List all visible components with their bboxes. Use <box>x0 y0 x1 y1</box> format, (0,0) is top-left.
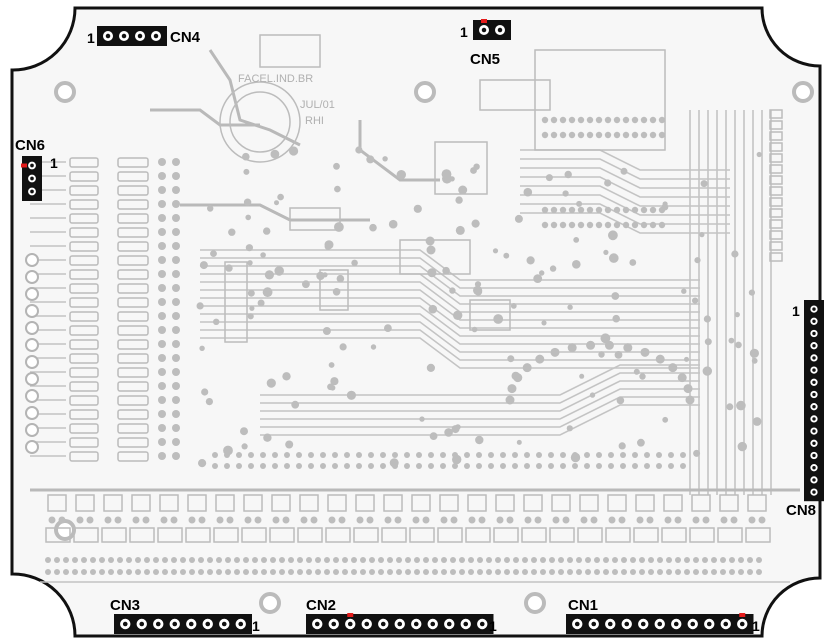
cn8-pin1-label: 1 <box>792 303 800 319</box>
cn3-label: CN3 <box>110 597 140 614</box>
cn2-pin1-label: 1 <box>489 618 497 634</box>
cn1-header <box>566 613 754 634</box>
cn4-pin1-label: 1 <box>87 30 95 46</box>
cn1-pin1-label: 1 <box>752 618 760 634</box>
cn3-header <box>114 614 252 634</box>
silkscreen-rev: RHI <box>305 115 324 127</box>
cn6-label: CN6 <box>15 137 45 154</box>
cn2-label: CN2 <box>306 597 336 614</box>
cn5-header <box>473 19 511 40</box>
cn8-header <box>804 300 824 502</box>
pcb-circuitry <box>25 34 814 614</box>
cn2-pin1-marker <box>347 613 354 617</box>
cn5-pin1-marker <box>481 19 487 23</box>
cn6-pin1-marker <box>21 163 27 168</box>
silkscreen-date: JUL/01 <box>300 99 335 111</box>
cn6-header <box>21 156 42 201</box>
cn5-pin1-label: 1 <box>460 24 468 40</box>
silkscreen-company: FACEL.IND.BR <box>238 73 313 85</box>
connector-headers <box>21 19 824 634</box>
cn3-pin1-label: 1 <box>252 618 260 634</box>
cn2-header <box>306 613 494 634</box>
cn5-label: CN5 <box>470 51 500 68</box>
cn8-label: CN8 <box>786 502 816 519</box>
cn1-pin1-marker <box>739 613 746 617</box>
cn6-pin1-label: 1 <box>50 155 58 171</box>
cn4-header <box>97 26 167 46</box>
cn1-label: CN1 <box>568 597 598 614</box>
cn4-label: CN4 <box>170 29 201 46</box>
